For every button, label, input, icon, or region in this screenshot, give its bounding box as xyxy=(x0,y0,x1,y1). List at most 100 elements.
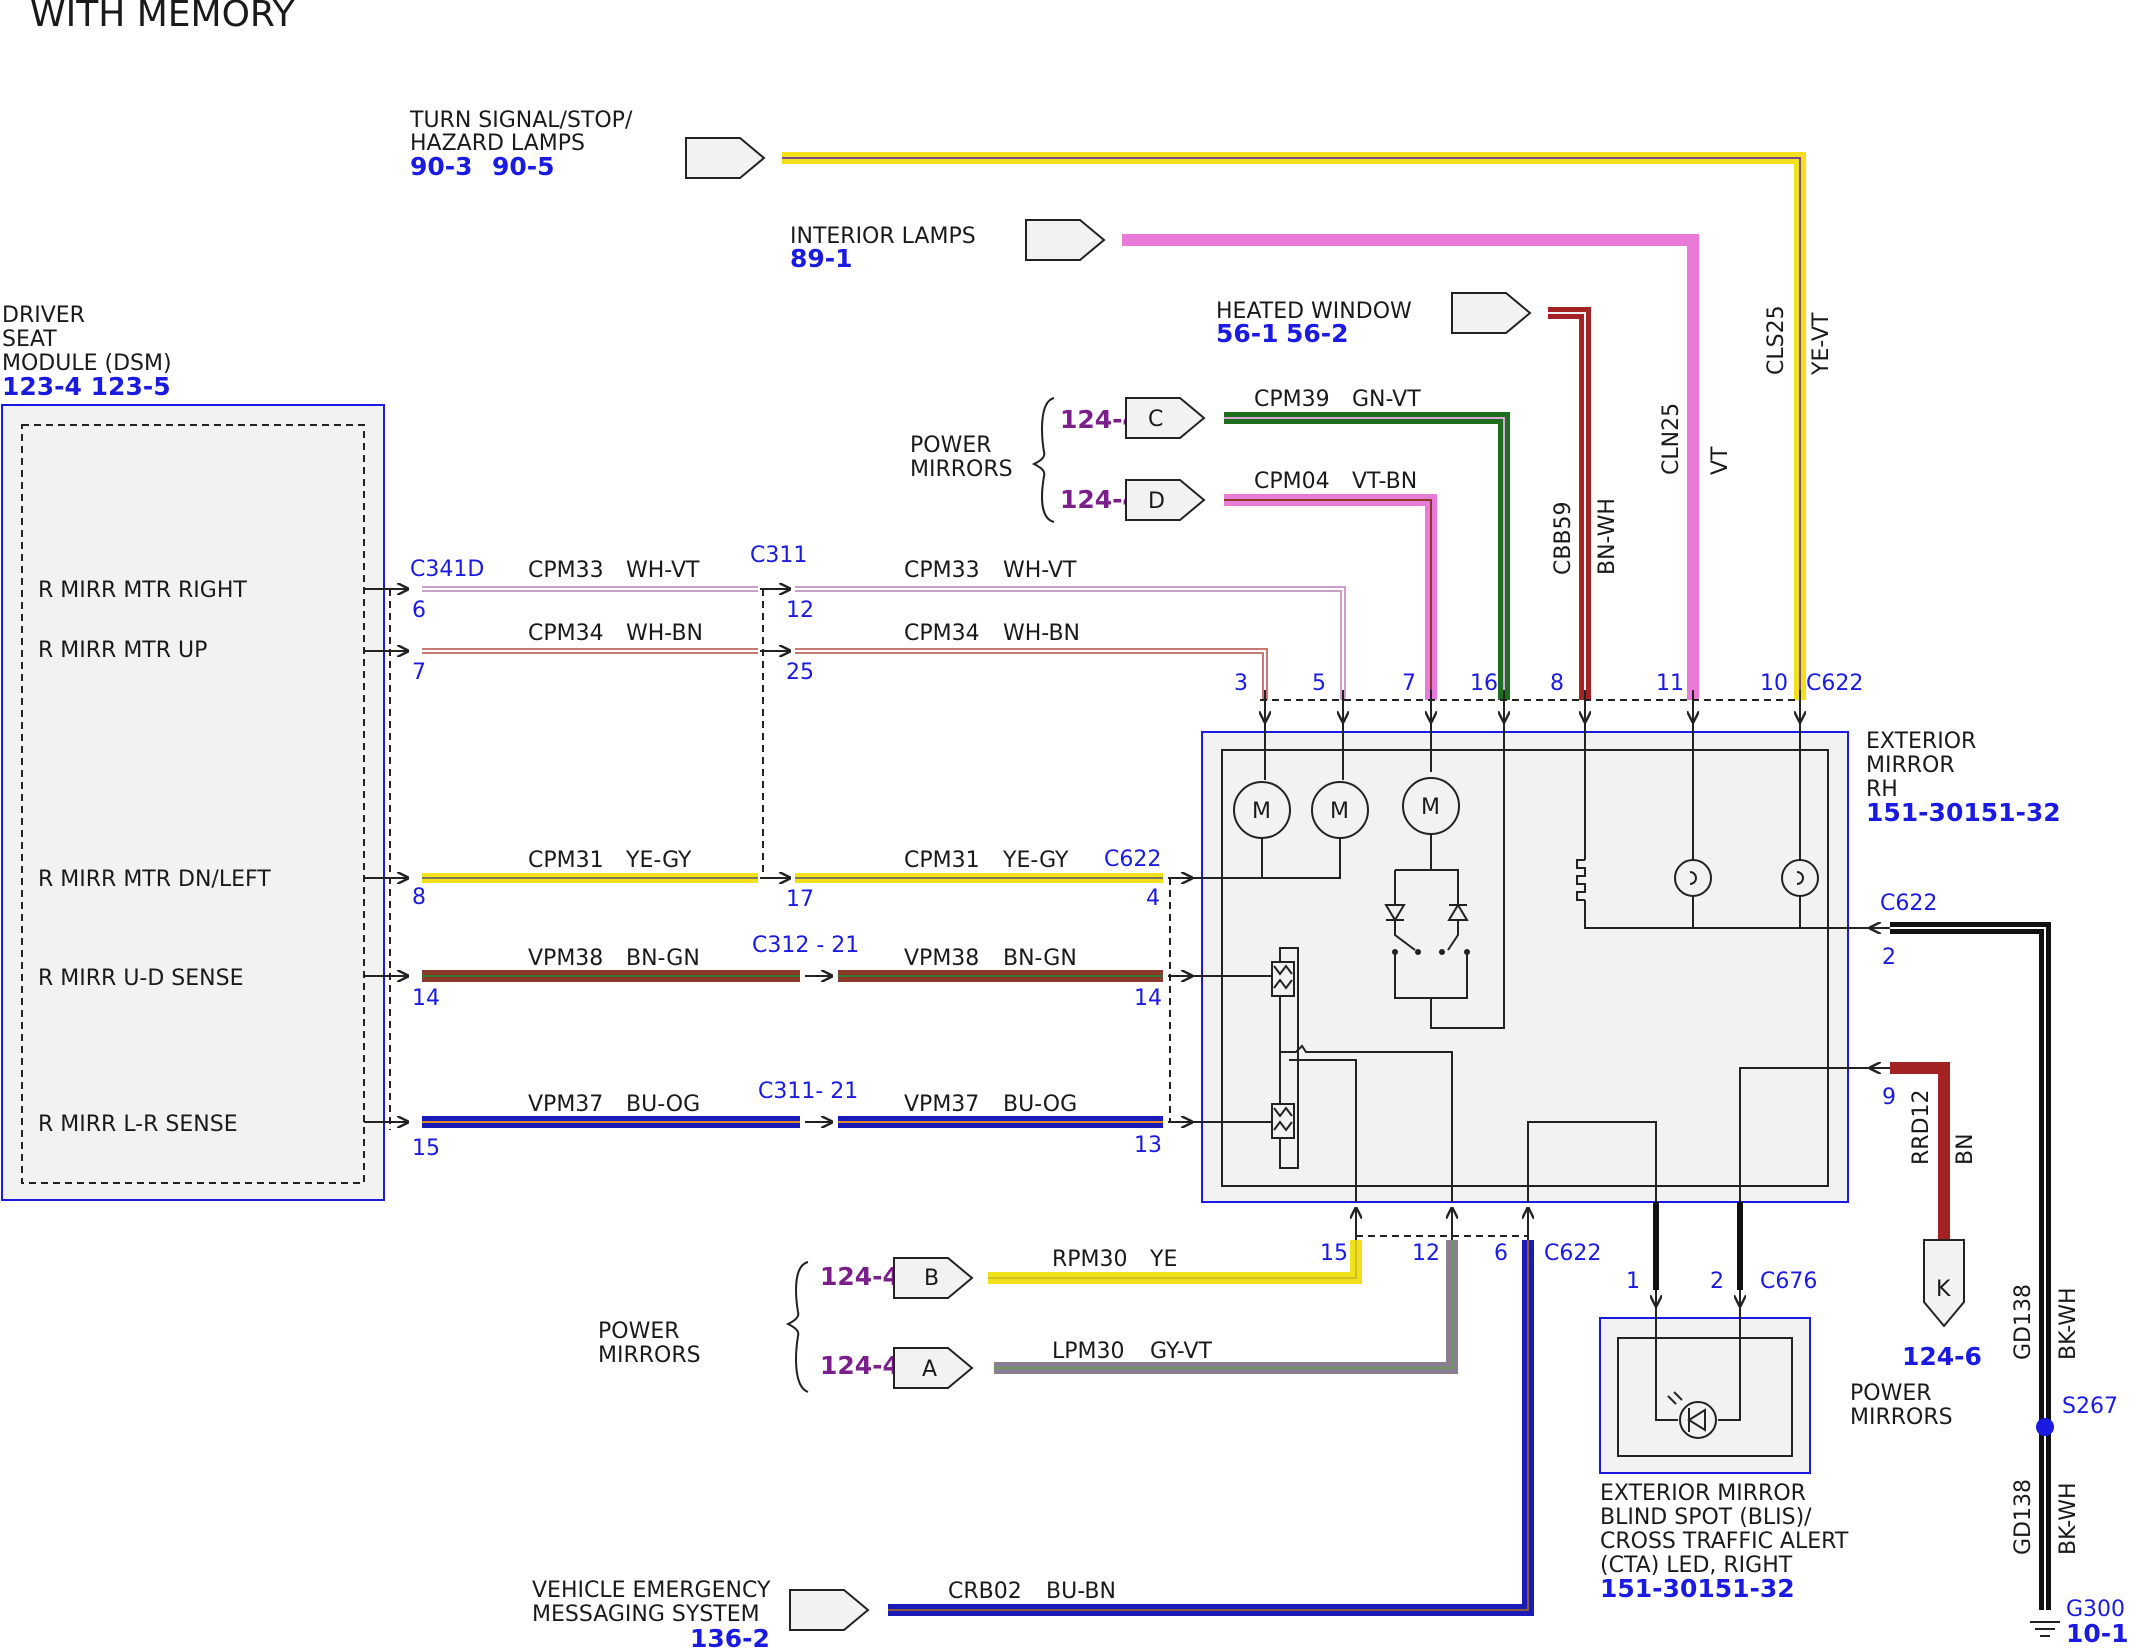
ref-turn-signal: TURN SIGNAL/STOP/ HAZARD LAMPS 90-3 90-5… xyxy=(409,108,1834,700)
connector-c676: C676 xyxy=(1760,1269,1817,1294)
dsm-label-line3: MODULE (DSM) xyxy=(2,351,172,376)
label-vt: VT xyxy=(1708,446,1733,475)
connector-c311-21: C311- 21 xyxy=(758,1079,858,1104)
label-cpm34-b: CPM34 xyxy=(904,621,980,646)
label-cpm31-a: CPM31 xyxy=(528,848,604,873)
driver-seat-module: DRIVER SEAT MODULE (DSM) 123-4 123-5 R M… xyxy=(1,303,408,1201)
pin-dsm-14: 14 xyxy=(412,986,440,1011)
vems-line1: VEHICLE EMERGENCY xyxy=(532,1578,771,1603)
connector-a-letter: A xyxy=(922,1357,937,1382)
pin-dsm-7: 7 xyxy=(412,660,426,685)
pin-c622-14: 14 xyxy=(1134,986,1162,1011)
label-gd138-a: GD138 xyxy=(2011,1284,2036,1360)
dsm-label-line1: DRIVER xyxy=(2,303,85,328)
mirror-label-line1: EXTERIOR xyxy=(1866,729,1976,754)
wire-vpm38: VPM38 BN-GN VPM38 BN-GN xyxy=(422,946,1163,982)
label-buog-b: BU-OG xyxy=(1003,1092,1077,1117)
ref-heated-window: HEATED WINDOW 56-1 56-2 CBB59 BN-WH xyxy=(1216,292,1620,700)
label-ye: YE xyxy=(1149,1247,1177,1272)
label-gnvt: GN-VT xyxy=(1352,387,1421,412)
pin-mirror-2: 2 xyxy=(1882,945,1896,970)
heated-window-ref1: 56-1 xyxy=(1216,319,1279,348)
lamp-1-symbol xyxy=(1674,859,1712,897)
label-cpm33-a: CPM33 xyxy=(528,558,604,583)
dsm-inner xyxy=(21,424,365,1184)
label-bnwh: BN-WH xyxy=(1595,498,1620,575)
exterior-mirror-module: EXTERIOR MIRROR RH 151-30151-32 M M M xyxy=(1192,722,2061,1203)
pin-mirror-9: 9 xyxy=(1882,1085,1896,1110)
label-cpm34-a: CPM34 xyxy=(528,621,604,646)
mirror-top-pins: 3 5 7 16 8 11 10 C622 xyxy=(1234,671,1863,722)
motor-2-label: M xyxy=(1330,799,1349,824)
splice-s267-label: S267 xyxy=(2062,1394,2118,1419)
pin-blis-1: 1 xyxy=(1626,1269,1640,1294)
heated-window-label: HEATED WINDOW xyxy=(1216,299,1412,324)
label-gyvt: GY-VT xyxy=(1150,1339,1212,1364)
mirror-label-line2: MIRROR xyxy=(1866,753,1955,778)
vems-line2: MESSAGING SYSTEM xyxy=(532,1602,760,1627)
interior-lamps-ref: 89-1 xyxy=(790,244,853,273)
pin-dsm-6: 6 xyxy=(412,598,426,623)
wire-cpm33: CPM33 WH-VT CPM33 WH-VT xyxy=(422,558,1346,700)
pin-dsm-8: 8 xyxy=(412,885,426,910)
wire-gd138: C622 2 GD138 BK-WH S267 GD138 BK-WH G300… xyxy=(1870,891,2130,1648)
led-symbol xyxy=(1679,1401,1717,1439)
blis-line4: (CTA) LED, RIGHT xyxy=(1600,1553,1793,1578)
ref-power-mirrors-lower: POWER MIRRORS 124-4 B RPM30 YE 124-4 A L… xyxy=(598,1240,1458,1393)
mirror-label-line3: RH xyxy=(1866,777,1898,802)
pin-mirror-b15: 15 xyxy=(1320,1241,1348,1266)
label-yegy-a: YE-GY xyxy=(625,848,692,873)
connector-k-ref: 124-6 xyxy=(1902,1342,1982,1371)
label-crb02: CRB02 xyxy=(948,1579,1022,1604)
turn-signal-ref2: 90-5 xyxy=(492,152,555,181)
blis-module: 1 2 C676 EXTERIOR MIRROR BLIND SPOT (BLI… xyxy=(1599,1202,1849,1603)
lamp-2-symbol xyxy=(1781,859,1819,897)
label-yevt: YE-VT xyxy=(1809,312,1834,376)
label-whvt-a: WH-VT xyxy=(626,558,700,583)
motor-1-label: M xyxy=(1252,799,1271,824)
motor-3-label: M xyxy=(1421,795,1440,820)
pin-c622-13: 13 xyxy=(1134,1133,1162,1158)
label-lpm30: LPM30 xyxy=(1052,1339,1125,1364)
connector-d-letter: D xyxy=(1148,489,1165,514)
pin-mirror-7: 7 xyxy=(1402,671,1416,696)
label-rrd12: RRD12 xyxy=(1909,1089,1934,1165)
splice-s267 xyxy=(2036,1418,2054,1436)
blis-ref: 151-30151-32 xyxy=(1600,1574,1795,1603)
pin-mirror-b12: 12 xyxy=(1412,1241,1440,1266)
connector-b-letter: B xyxy=(924,1266,939,1291)
pin-mirror-11: 11 xyxy=(1656,671,1684,696)
label-whvt-b: WH-VT xyxy=(1003,558,1077,583)
dsm-pin-lr-sense: R MIRR L-R SENSE xyxy=(38,1112,238,1137)
dsm-pin-mtr-right: R MIRR MTR RIGHT xyxy=(38,578,247,603)
connector-c622-top: C622 xyxy=(1806,671,1863,696)
label-cpm39: CPM39 xyxy=(1254,387,1330,412)
label-vpm38-b: VPM38 xyxy=(904,946,979,971)
pin-c311-17: 17 xyxy=(786,887,814,912)
pin-mirror-8: 8 xyxy=(1550,671,1564,696)
label-bkwh-a: BK-WH xyxy=(2056,1287,2081,1360)
connector-k-letter: K xyxy=(1936,1277,1951,1302)
power-lower-line2: MIRRORS xyxy=(598,1343,701,1368)
label-cln25: CLN25 xyxy=(1659,403,1684,475)
connector-c622-left: C622 xyxy=(1104,847,1161,872)
dsm-pin-mtr-dn-left: R MIRR MTR DN/LEFT xyxy=(38,867,271,892)
label-bn: BN xyxy=(1953,1133,1978,1165)
label-yegy-b: YE-GY xyxy=(1002,848,1069,873)
label-cls25: CLS25 xyxy=(1764,305,1789,375)
turn-signal-ref1: 90-3 xyxy=(410,152,473,181)
label-whbn-a: WH-BN xyxy=(626,621,703,646)
power-lower-line1: POWER xyxy=(598,1319,680,1344)
label-cpm04: CPM04 xyxy=(1254,469,1330,494)
dsm-pin-ud-sense: R MIRR U-D SENSE xyxy=(38,966,243,991)
connector-c622-bottom: C622 xyxy=(1544,1241,1601,1266)
connector-c341d: C341D xyxy=(410,557,484,582)
label-vpm38-a: VPM38 xyxy=(528,946,603,971)
ground-g300: G300 xyxy=(2066,1597,2125,1622)
wire-cpm34: CPM34 WH-BN CPM34 WH-BN xyxy=(422,621,1268,700)
turn-signal-line1: TURN SIGNAL/STOP/ xyxy=(409,108,633,133)
connector-a-ref: 124-4 xyxy=(820,1351,900,1380)
label-cpm31-b: CPM31 xyxy=(904,848,980,873)
dsm-pin-mtr-up: R MIRR MTR UP xyxy=(38,638,207,663)
